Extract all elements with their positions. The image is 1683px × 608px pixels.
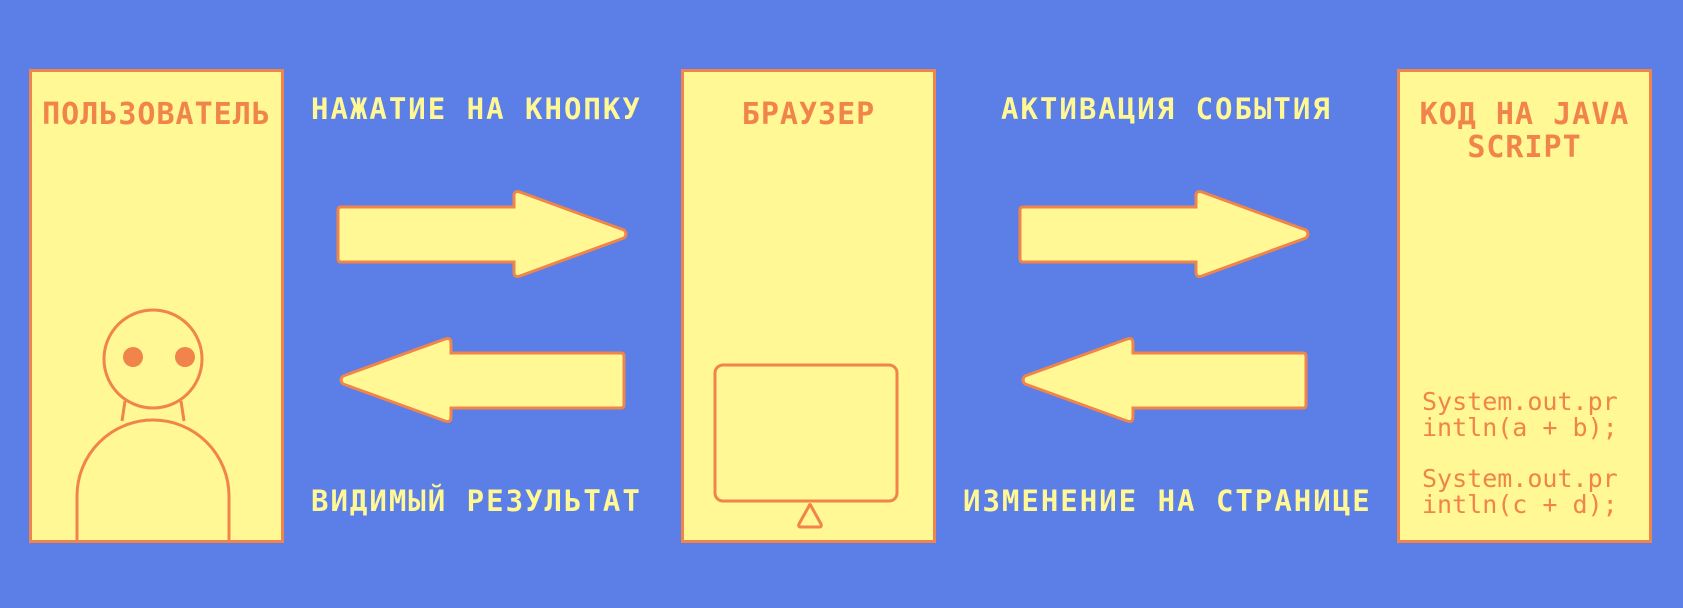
user-panel-title: ПОЛЬЗОВАТЕЛЬ xyxy=(42,97,271,132)
code-line: System.out.pr intln(a + b); xyxy=(1422,387,1618,442)
browser-panel: БРАУЗЕР xyxy=(681,69,936,543)
javascript-panel: КОД НА JAVA SCRIPT System.out.pr intln(a… xyxy=(1397,69,1652,543)
page-change-label: ИЗМЕНЕНИЕ НА СТРАНИЦЕ xyxy=(963,484,1372,518)
user-panel: ПОЛЬЗОВАТЕЛЬ xyxy=(29,69,284,543)
button-press-label: НАЖАТИЕ НА КНОПКУ xyxy=(311,92,642,126)
monitor-icon xyxy=(713,363,899,529)
event-activation-label: АКТИВАЦИЯ СОБЫТИЯ xyxy=(1001,92,1332,126)
browser-panel-title: БРАУЗЕР xyxy=(741,97,876,132)
person-icon xyxy=(75,308,231,540)
code-line: System.out.pr intln(c + d); xyxy=(1422,464,1618,519)
visible-result-label: ВИДИМЫЙ РЕЗУЛЬТАТ xyxy=(311,484,642,518)
javascript-panel-title: КОД НА JAVA SCRIPT xyxy=(1419,97,1630,165)
